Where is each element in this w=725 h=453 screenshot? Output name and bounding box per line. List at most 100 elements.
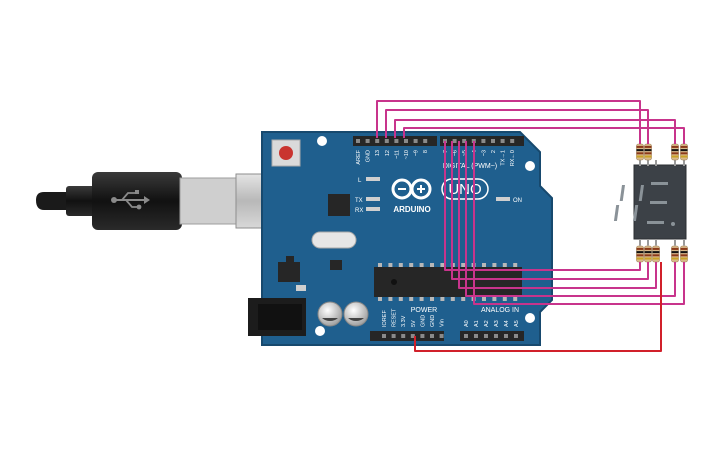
pin-label: RX←0	[510, 150, 516, 166]
pin-label: GND	[366, 150, 372, 162]
pin-hole[interactable]	[420, 334, 425, 338]
usb-chip	[328, 194, 350, 216]
chip-pin	[388, 297, 393, 301]
resistor	[680, 242, 688, 266]
chip-pin	[461, 263, 466, 267]
pin-hole[interactable]	[510, 139, 515, 143]
wire-pin11	[394, 119, 676, 144]
led-l-label: L	[358, 178, 362, 184]
pin-label: ~10	[404, 150, 410, 159]
chip-pin	[482, 297, 486, 301]
pin-hole[interactable]	[382, 334, 386, 338]
led-rx-label: RX	[355, 208, 363, 214]
pin-hole[interactable]	[494, 334, 498, 338]
pin-hole[interactable]	[491, 139, 495, 143]
pin-label: 8	[423, 150, 429, 153]
chip-pin	[430, 263, 434, 267]
wire-pin4	[465, 141, 676, 297]
pin-label: A5	[514, 320, 520, 327]
resistor	[671, 242, 679, 266]
pin-hole[interactable]	[504, 334, 508, 338]
chip-pin	[409, 297, 414, 301]
pin-label: A3	[494, 320, 500, 327]
led-tx	[366, 197, 380, 201]
pin-hole[interactable]	[423, 139, 428, 143]
reset-button[interactable]	[271, 139, 301, 167]
pin-label: A0	[464, 320, 470, 327]
brand-label: ARDUINO	[393, 205, 430, 214]
chip-pin	[409, 263, 414, 267]
pin-hole[interactable]	[391, 334, 396, 338]
chip-pin	[461, 297, 466, 301]
chip-pin	[419, 263, 424, 267]
pin-hole[interactable]	[356, 139, 360, 143]
resistor	[636, 242, 644, 266]
wire-pin5	[458, 141, 657, 289]
analog-header	[460, 331, 524, 341]
crystal	[311, 231, 357, 249]
led-on-label: ON	[513, 198, 522, 204]
led-l	[366, 177, 380, 181]
chip-pin	[430, 297, 434, 301]
capacitor	[343, 301, 369, 327]
wires[interactable]	[376, 100, 685, 352]
led-on	[496, 197, 510, 201]
pin-hole[interactable]	[481, 139, 486, 143]
pin-hole[interactable]	[474, 334, 478, 338]
display-digit-text: 8	[660, 249, 661, 251]
pin-hole[interactable]	[401, 334, 406, 338]
pin-hole[interactable]	[464, 334, 468, 338]
pin-hole[interactable]	[413, 139, 418, 143]
pin-hole[interactable]	[404, 139, 408, 143]
pin-hole[interactable]	[384, 139, 389, 143]
chip-pin	[398, 297, 403, 301]
pin-hole[interactable]	[439, 334, 444, 338]
pin-hole[interactable]	[514, 334, 518, 338]
regulator-tab	[286, 256, 294, 262]
pin-label: ~6	[453, 150, 459, 156]
mount-hole	[525, 313, 535, 323]
chip-pin	[502, 297, 507, 301]
pin-hole[interactable]	[375, 139, 380, 143]
pin-hole[interactable]	[500, 139, 505, 143]
pin-label: IOREF	[382, 310, 388, 327]
pin-label: RESET	[392, 308, 398, 327]
resistor	[644, 140, 652, 164]
pin-hole[interactable]	[452, 139, 457, 143]
pin-hole[interactable]	[394, 139, 399, 143]
pin-hole[interactable]	[365, 139, 370, 143]
wire-pin10	[403, 127, 685, 144]
pin-label: 3.3V	[401, 315, 407, 327]
pin-hole[interactable]	[430, 334, 434, 338]
display-pin	[655, 160, 657, 166]
chip-pin	[378, 297, 382, 301]
chip-pin	[482, 263, 486, 267]
pin-hole[interactable]	[484, 334, 488, 338]
chip-pin	[398, 263, 403, 267]
seven-segment-display[interactable]: 8	[613, 160, 687, 251]
chip-pin	[419, 297, 424, 301]
pin-hole[interactable]	[410, 334, 415, 338]
power-header-label: POWER	[411, 307, 437, 314]
mount-hole	[525, 161, 535, 171]
chip-pin	[378, 263, 382, 267]
pin-label: A2	[484, 320, 490, 327]
chip-pin	[450, 297, 455, 301]
chip-pin	[513, 297, 518, 301]
pin-label: ~9	[414, 150, 420, 156]
usb-icon	[111, 190, 150, 210]
smd-component	[296, 285, 306, 291]
pin-hole[interactable]	[462, 139, 467, 143]
smd-component	[330, 260, 342, 270]
pin-label: 5V	[411, 320, 417, 327]
led-rx	[366, 207, 380, 211]
mount-hole	[317, 136, 327, 146]
chip-pin	[502, 263, 507, 267]
dc-power-jack[interactable]	[248, 298, 306, 336]
voltage-regulator	[278, 262, 300, 282]
wire-5v	[414, 262, 662, 352]
